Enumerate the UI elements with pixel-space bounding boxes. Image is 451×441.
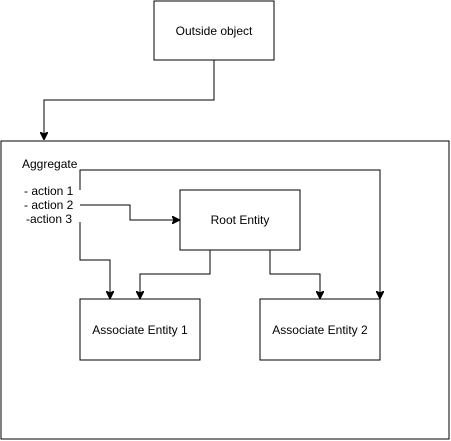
aggregate-label: Aggregate bbox=[22, 157, 78, 171]
action-2-label: - action 2 bbox=[24, 198, 74, 212]
associate-entity-2-label: Associate Entity 2 bbox=[272, 323, 368, 337]
associate-entity-1-box bbox=[79, 298, 201, 361]
root-entity-label: Root Entity bbox=[211, 213, 270, 227]
root-entity-box bbox=[179, 189, 301, 251]
edge-action-3-to-associate-1 bbox=[79, 222, 110, 298]
action-3-label: -action 3 bbox=[26, 212, 72, 226]
outside-object-box bbox=[153, 0, 275, 61]
action-1-label: - action 1 bbox=[24, 184, 74, 198]
edge-aggregate-to-associate-2 bbox=[79, 169, 380, 298]
associate-entity-1-label: Associate Entity 1 bbox=[92, 323, 188, 337]
edge-outside-to-aggregate bbox=[44, 60, 215, 139]
outside-object-label: Outside object bbox=[176, 24, 253, 38]
associate-entity-2-box bbox=[259, 298, 381, 361]
edge-action-2-to-root bbox=[80, 204, 179, 220]
edge-root-to-associate-1 bbox=[140, 250, 211, 298]
edge-root-to-associate-2 bbox=[269, 250, 320, 298]
